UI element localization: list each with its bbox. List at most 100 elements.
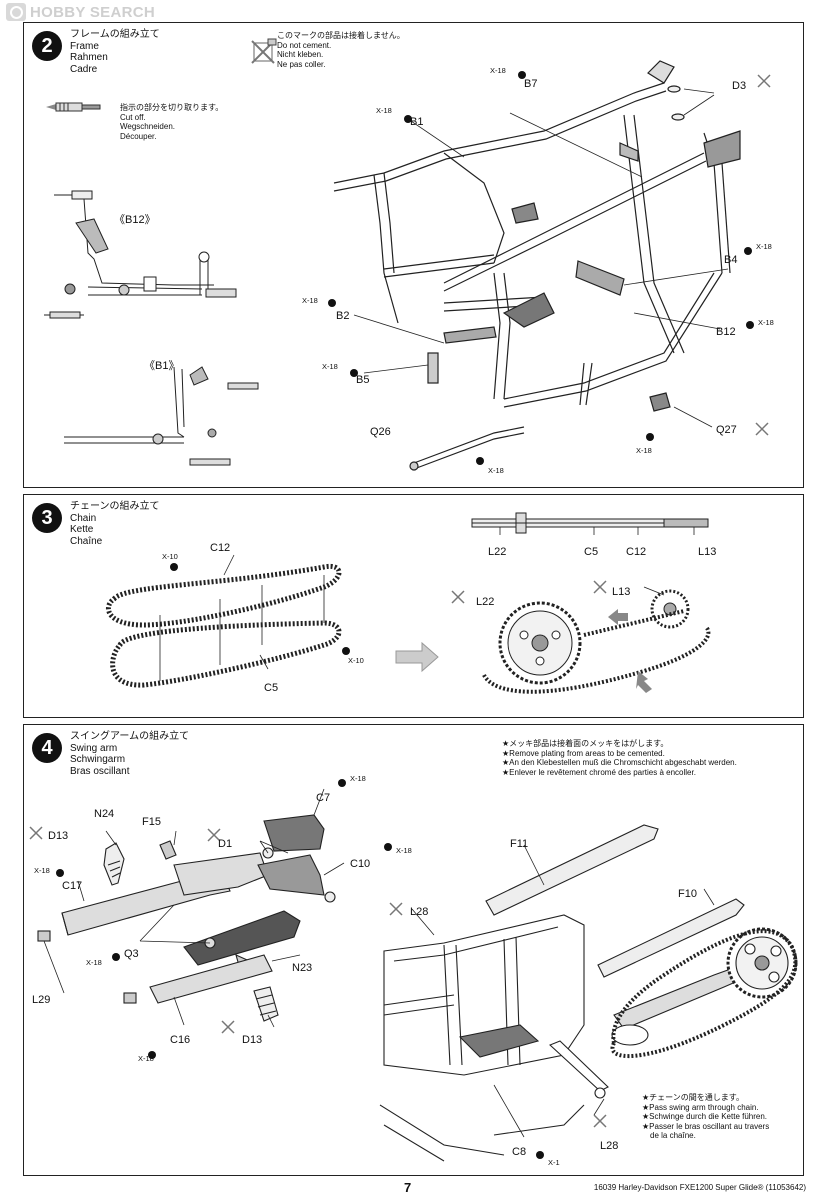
part-label-b4: B4 bbox=[724, 254, 737, 266]
screw-q27-icon bbox=[646, 433, 654, 441]
screw-b12-icon bbox=[746, 321, 754, 329]
part-label-l22-runner: L22 bbox=[488, 546, 506, 558]
no-cement-mark-d13-icon bbox=[29, 826, 43, 840]
screw-x10-icon bbox=[342, 647, 350, 655]
step4-title-ja: スイングアームの組み立て bbox=[70, 731, 190, 742]
part-label-l28-lower: L28 bbox=[600, 1140, 618, 1152]
screw-b7-icon bbox=[518, 71, 526, 79]
part-label-q27: Q27 bbox=[716, 424, 737, 436]
watermark: HOBBY SEARCH bbox=[4, 2, 162, 22]
screw-label-x10-top: X-10 bbox=[162, 552, 178, 561]
no-cement-mark-q27-icon bbox=[755, 422, 769, 436]
screw-c16-icon bbox=[148, 1051, 156, 1059]
screw-icons bbox=[328, 71, 754, 465]
step2-title-fr: Cadre bbox=[70, 63, 98, 75]
screw-b1-icon bbox=[404, 115, 412, 123]
cut-note-ja: 指示の部分を切り取ります。 bbox=[120, 103, 224, 112]
screw-label-b4: X-18 bbox=[756, 242, 772, 251]
screw-label-c16: X-18 bbox=[138, 1054, 154, 1063]
plating-note-fr: ★Enlever le revêtement chromé des partie… bbox=[502, 767, 696, 777]
frame-swingarm-drawing bbox=[379, 824, 798, 1162]
part-label-c10: C10 bbox=[350, 858, 370, 870]
screw-label-q3: X-18 bbox=[86, 958, 102, 967]
plating-note: ★メッキ部品は接着面のメッキをはがします。 ★Remove plating fr… bbox=[502, 739, 737, 777]
step2-title-en: Frame bbox=[70, 40, 99, 52]
screw-label-q27: X-18 bbox=[636, 446, 652, 455]
plating-note-de: ★An den Klebestellen muß die Chromschich… bbox=[502, 758, 737, 767]
screw-b4-icon bbox=[744, 247, 752, 255]
swingarm-exploded-drawing bbox=[37, 788, 345, 1028]
next-step-arrow-icon bbox=[395, 641, 439, 673]
step4-title-de: Schwingarm bbox=[70, 754, 126, 765]
detail-b12-drawing bbox=[44, 190, 237, 319]
screw-c10-icon bbox=[384, 843, 392, 851]
part-label-b12: B12 bbox=[716, 326, 736, 338]
part-label-b7: B7 bbox=[524, 78, 537, 90]
part-label-c8: C8 bbox=[512, 1146, 526, 1158]
part-label-l22: L22 bbox=[476, 596, 494, 608]
screw-label-c17: X-18 bbox=[34, 866, 50, 875]
part-label-q26: Q26 bbox=[370, 426, 391, 438]
part-label-n23: N23 bbox=[292, 962, 312, 974]
step4-title-en: Swing arm bbox=[70, 742, 118, 754]
plating-note-ja: ★メッキ部品は接着面のメッキをはがします。 bbox=[502, 739, 669, 748]
step2-title-ja: フレームの組み立て bbox=[70, 29, 160, 40]
no-cement-note: このマークの部品は接着しません。 Do not cement. Nicht kl… bbox=[277, 31, 405, 69]
screw-label-b12: X-18 bbox=[758, 318, 774, 327]
watermark-text: HOBBY SEARCH bbox=[30, 3, 156, 21]
cut-off-note: 指示の部分を切り取ります。 Cut off. Wegschneiden. Déc… bbox=[120, 103, 223, 141]
chain-note-ja: ★チェーンの間を通します。 bbox=[642, 1093, 744, 1102]
screw-c8-icon bbox=[536, 1151, 544, 1159]
step2-frame-diagram: 《B12》 《B1》 bbox=[44, 38, 774, 475]
step3-title-de: Kette bbox=[70, 524, 94, 535]
step3-chain-diagram: C12 X-10 C5 X-10 L22 C5 C12 L13 bbox=[105, 512, 716, 694]
screw-c7-icon bbox=[338, 779, 346, 787]
product-info: 16039 Harley-Davidson FXE1200 Super Glid… bbox=[593, 1183, 806, 1192]
plating-note-en: ★Remove plating from areas to be cemente… bbox=[502, 748, 665, 758]
part-label-c16: C16 bbox=[170, 1034, 190, 1046]
screw-label-b1: X-18 bbox=[376, 106, 392, 115]
part-label-l13: L13 bbox=[612, 586, 630, 598]
screw-q3-icon bbox=[112, 953, 120, 961]
screw-c12-icon bbox=[170, 563, 178, 571]
screw-label-b5: X-18 bbox=[322, 362, 338, 371]
step3-number: 3 bbox=[32, 503, 62, 533]
screw-b5-icon bbox=[350, 369, 358, 377]
step3-title-ja: チェーンの組み立て bbox=[70, 501, 160, 512]
screw-label-c8: X-1 bbox=[548, 1158, 560, 1167]
chain-note-fr-cont: de la chaîne. bbox=[650, 1131, 696, 1140]
part-label-d13-upper: D13 bbox=[48, 830, 68, 842]
part-label-f10: F10 bbox=[678, 888, 697, 900]
part-label-d3: D3 bbox=[732, 80, 746, 92]
cut-note-en: Cut off. bbox=[120, 112, 146, 122]
detail-b12-label: 《B12》 bbox=[114, 213, 156, 226]
no-cement-mark-l28-icon bbox=[389, 902, 403, 916]
step4-title-fr: Bras oscillant bbox=[70, 765, 130, 777]
step2-title: フレームの組み立て Frame Rahmen Cadre bbox=[70, 29, 160, 75]
part-label-l29: L29 bbox=[32, 994, 50, 1006]
main-frame-drawing bbox=[333, 60, 741, 471]
part-label-l13-runner: L13 bbox=[698, 546, 716, 558]
screw-label-c10: X-18 bbox=[396, 846, 412, 855]
screw-c17-icon bbox=[56, 869, 64, 877]
direction-arrow-left-icon bbox=[608, 609, 628, 625]
part-label-c12-runner: C12 bbox=[626, 546, 646, 558]
part-label-c7: C7 bbox=[316, 792, 330, 804]
chain-note-de: ★Schwinge durch die Kette führen. bbox=[642, 1112, 768, 1121]
chain-note-fr: ★Passer le bras oscillant au travers bbox=[642, 1121, 770, 1131]
step4-title: スイングアームの組み立て Swing arm Schwingarm Bras o… bbox=[70, 731, 189, 777]
step2-number: 2 bbox=[32, 31, 62, 61]
part-label-f11: F11 bbox=[510, 838, 528, 850]
no-cement-mark-l22-icon bbox=[451, 590, 465, 604]
step4-swingarm-diagram: C7 X-18 N24 F15 D13 D1 C10 X-18 C17 X-18… bbox=[29, 774, 798, 1167]
hobby-knife-icon bbox=[46, 102, 101, 112]
step2-title-de: Rahmen bbox=[70, 52, 108, 63]
step2-panel: 2 フレームの組み立て Frame Rahmen Cadre このマークの部品は… bbox=[23, 22, 804, 488]
screw-icons-step4 bbox=[56, 779, 544, 1159]
chain-note-en: ★Pass swing arm through chain. bbox=[642, 1102, 759, 1112]
part-label-c17: C17 bbox=[62, 880, 82, 892]
screw-b2-icon bbox=[328, 299, 336, 307]
screw-label-b7: X-18 bbox=[490, 66, 506, 75]
no-cement-de: Nicht kleben. bbox=[277, 50, 324, 59]
cut-note-fr: Découper. bbox=[120, 131, 157, 141]
